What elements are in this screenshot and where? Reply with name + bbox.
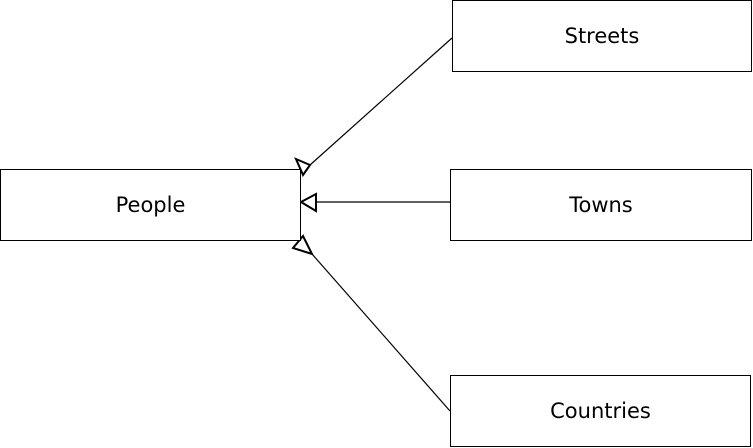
node-towns[interactable]: Towns	[450, 169, 752, 241]
node-streets-label: Streets	[564, 24, 640, 48]
node-countries-label: Countries	[550, 399, 651, 423]
node-people[interactable]: People	[0, 169, 301, 241]
generalization-arrowhead-streets	[294, 157, 312, 178]
generalization-arrowhead-countries	[291, 234, 314, 256]
node-people-label: People	[115, 193, 186, 217]
node-towns-label: Towns	[569, 193, 633, 217]
edge-streets-to-people	[309, 37, 453, 166]
edge-countries-to-people	[311, 253, 451, 412]
generalization-arrowhead-towns	[298, 192, 317, 213]
node-countries[interactable]: Countries	[450, 375, 751, 447]
node-streets[interactable]: Streets	[452, 0, 752, 72]
